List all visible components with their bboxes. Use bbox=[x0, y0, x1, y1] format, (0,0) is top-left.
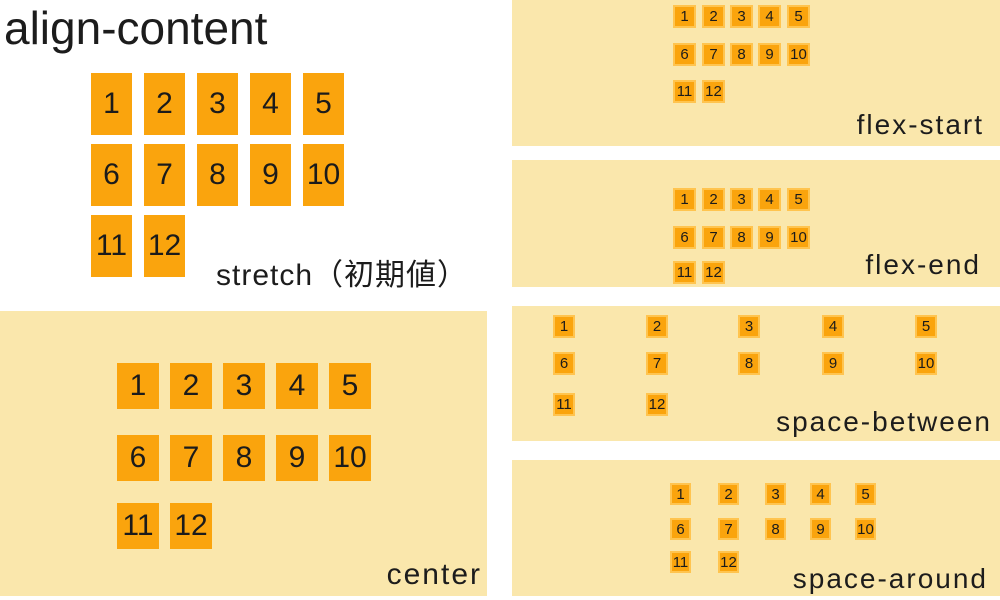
item-box-9: 9 bbox=[250, 144, 291, 206]
item-box-10: 10 bbox=[787, 226, 810, 249]
item-box-10: 10 bbox=[915, 352, 937, 375]
item-box-11: 11 bbox=[670, 551, 691, 573]
item-box-6: 6 bbox=[670, 518, 691, 540]
item-box-1: 1 bbox=[117, 363, 159, 409]
example-label-stretch: stretch（初期値） bbox=[216, 259, 469, 292]
item-box-8: 8 bbox=[223, 435, 265, 481]
item-box-1: 1 bbox=[673, 5, 696, 28]
item-box-5: 5 bbox=[915, 315, 937, 338]
item-box-11: 11 bbox=[673, 261, 696, 284]
item-box-12: 12 bbox=[144, 215, 185, 277]
item-box-3: 3 bbox=[223, 363, 265, 409]
item-box-8: 8 bbox=[730, 226, 753, 249]
item-box-8: 8 bbox=[730, 43, 753, 66]
item-box-7: 7 bbox=[702, 43, 725, 66]
item-box-2: 2 bbox=[646, 315, 668, 338]
item-box-12: 12 bbox=[170, 503, 212, 549]
item-box-10: 10 bbox=[303, 144, 344, 206]
item-box-9: 9 bbox=[276, 435, 318, 481]
item-box-4: 4 bbox=[822, 315, 844, 338]
item-box-3: 3 bbox=[765, 483, 786, 505]
item-box-12: 12 bbox=[702, 261, 725, 284]
item-box-3: 3 bbox=[730, 188, 753, 211]
example-label-space-between: space-between bbox=[776, 406, 992, 437]
item-box-12: 12 bbox=[718, 551, 739, 573]
item-box-8: 8 bbox=[197, 144, 238, 206]
item-box-4: 4 bbox=[758, 5, 781, 28]
item-box-11: 11 bbox=[673, 80, 696, 103]
item-box-4: 4 bbox=[250, 73, 291, 135]
item-box-1: 1 bbox=[673, 188, 696, 211]
item-box-5: 5 bbox=[329, 363, 371, 409]
item-box-6: 6 bbox=[117, 435, 159, 481]
item-box-4: 4 bbox=[810, 483, 831, 505]
item-box-12: 12 bbox=[702, 80, 725, 103]
item-box-1: 1 bbox=[553, 315, 575, 338]
item-box-3: 3 bbox=[738, 315, 760, 338]
item-box-6: 6 bbox=[673, 43, 696, 66]
item-box-1: 1 bbox=[670, 483, 691, 505]
item-box-8: 8 bbox=[765, 518, 786, 540]
item-box-7: 7 bbox=[646, 352, 668, 375]
item-box-10: 10 bbox=[329, 435, 371, 481]
item-box-12: 12 bbox=[646, 393, 668, 416]
item-box-2: 2 bbox=[718, 483, 739, 505]
item-box-9: 9 bbox=[758, 43, 781, 66]
item-box-5: 5 bbox=[303, 73, 344, 135]
example-label-flex-start: flex-start bbox=[856, 109, 984, 140]
item-box-9: 9 bbox=[810, 518, 831, 540]
item-box-2: 2 bbox=[170, 363, 212, 409]
item-box-7: 7 bbox=[718, 518, 739, 540]
item-box-3: 3 bbox=[197, 73, 238, 135]
item-box-7: 7 bbox=[170, 435, 212, 481]
item-box-6: 6 bbox=[673, 226, 696, 249]
item-box-5: 5 bbox=[855, 483, 876, 505]
item-box-6: 6 bbox=[553, 352, 575, 375]
example-label-flex-end: flex-end bbox=[865, 249, 981, 280]
example-label-center: center bbox=[386, 558, 482, 591]
item-box-11: 11 bbox=[553, 393, 575, 416]
example-label-space-around: space-around bbox=[792, 563, 988, 594]
item-box-4: 4 bbox=[758, 188, 781, 211]
item-box-10: 10 bbox=[855, 518, 876, 540]
item-box-10: 10 bbox=[787, 43, 810, 66]
item-box-2: 2 bbox=[702, 5, 725, 28]
item-box-9: 9 bbox=[822, 352, 844, 375]
item-box-9: 9 bbox=[758, 226, 781, 249]
item-box-7: 7 bbox=[144, 144, 185, 206]
item-box-4: 4 bbox=[276, 363, 318, 409]
item-box-1: 1 bbox=[91, 73, 132, 135]
item-box-5: 5 bbox=[787, 188, 810, 211]
item-box-6: 6 bbox=[91, 144, 132, 206]
page-title: align-content bbox=[4, 2, 268, 54]
item-box-5: 5 bbox=[787, 5, 810, 28]
item-box-8: 8 bbox=[738, 352, 760, 375]
item-box-3: 3 bbox=[730, 5, 753, 28]
item-box-2: 2 bbox=[702, 188, 725, 211]
item-box-2: 2 bbox=[144, 73, 185, 135]
item-box-7: 7 bbox=[702, 226, 725, 249]
item-box-11: 11 bbox=[117, 503, 159, 549]
item-box-11: 11 bbox=[91, 215, 132, 277]
